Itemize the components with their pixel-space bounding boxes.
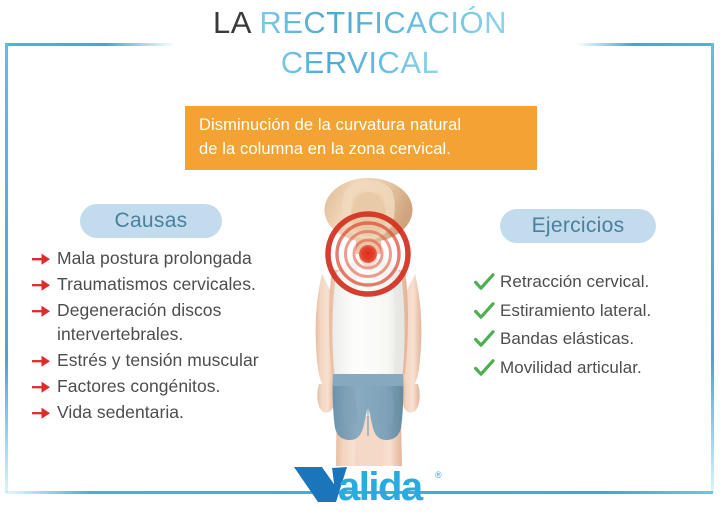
red-arrow-icon [32, 381, 50, 393]
subtitle-banner: Disminución de la curvatura natural de l… [185, 106, 537, 170]
list-item-label-cont: intervertebrales. [57, 323, 184, 344]
list-item-label: Estrés y tensión muscular [57, 349, 259, 370]
frame-border-top-right [578, 43, 713, 46]
red-arrow-icon [32, 305, 50, 317]
green-check-icon [474, 330, 495, 347]
green-check-icon [474, 358, 495, 376]
section-heading-ejercicios: Ejercicios [500, 209, 656, 243]
title-line-1: LA RECTIFICACIÓN [0, 3, 720, 43]
list-item-label: Estiramiento lateral. [500, 300, 652, 320]
list-item: Estrés y tensión muscular [30, 349, 312, 373]
list-item-label: Bandas elásticas. [500, 329, 635, 348]
list-item-label: Degeneración discos [57, 300, 222, 320]
green-check-icon [474, 301, 495, 319]
title-line-2: CERVICAL [0, 43, 720, 83]
list-item-label: Retracción cervical. [500, 272, 650, 291]
brand-logo-valida: alida ® [294, 465, 442, 504]
list-item-label: Factores congénitos. [57, 375, 221, 396]
frame-border-bottom [5, 491, 713, 494]
page-title: LA RECTIFICACIÓN CERVICAL [0, 3, 720, 83]
list-item-label: Vida sedentaria. [57, 401, 184, 422]
list-item: Bandas elásticas. [474, 326, 714, 351]
list-item: Movilidad articular. [474, 355, 714, 380]
list-item-label: Traumatismos cervicales. [57, 274, 256, 294]
list-item: Vida sedentaria. [30, 401, 312, 425]
svg-text:alida: alida [338, 465, 424, 504]
frame-border-right [711, 43, 714, 493]
title-accent-line2: CERVICAL [280, 45, 440, 80]
subtitle-line-2: de la columna en la zona cervical. [199, 140, 451, 158]
list-item: Factores congénitos. [30, 375, 312, 399]
list-item: Mala postura prolongada [30, 247, 312, 271]
title-accent-line1: RECTIFICACIÓN [259, 5, 507, 40]
red-arrow-icon [32, 279, 50, 291]
list-item-label: Mala postura prolongada [57, 248, 252, 268]
list-item: Traumatismos cervicales. [30, 273, 312, 297]
red-arrow-icon [32, 407, 50, 419]
red-arrow-icon [32, 253, 50, 265]
list-item: Degeneración discos intervertebrales. [30, 299, 312, 346]
title-lead: LA [213, 5, 251, 40]
red-arrow-icon [32, 355, 50, 367]
list-item: Retracción cervical. [474, 269, 714, 294]
subtitle-line-1: Disminución de la curvatura natural [199, 116, 462, 134]
list-item: Estiramiento lateral. [474, 298, 714, 323]
causas-list: Mala postura prolongada Traumatismos cer… [30, 247, 312, 427]
svg-text:®: ® [435, 470, 442, 480]
frame-border-left [5, 43, 8, 493]
section-heading-causas: Causas [80, 204, 222, 238]
frame-border-top-left [5, 43, 173, 46]
ejercicios-list: Retracción cervical. Estiramiento latera… [474, 269, 714, 383]
list-item-label: Movilidad articular. [500, 357, 642, 377]
illustration-woman-neck-pain [315, 178, 422, 466]
green-check-icon [474, 273, 495, 290]
